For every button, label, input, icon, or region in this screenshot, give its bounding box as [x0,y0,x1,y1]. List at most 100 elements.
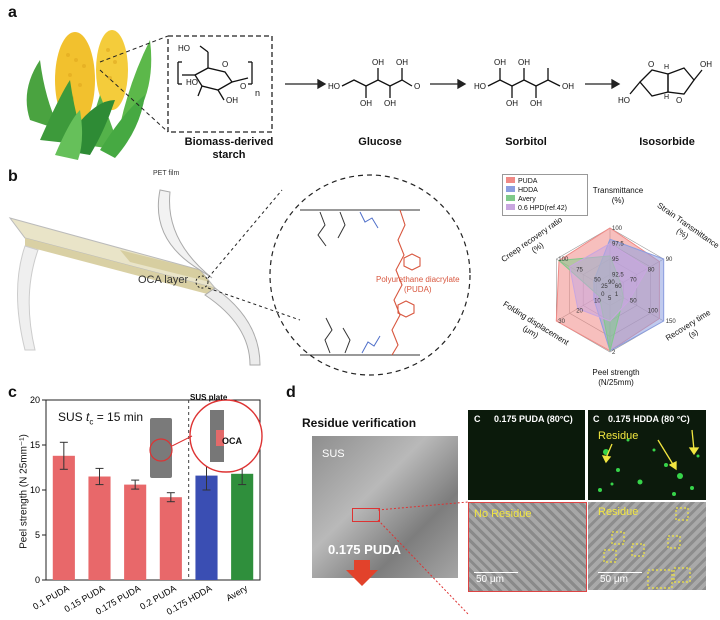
residue-label-bottom: Residue [598,506,639,518]
bar-title-main: SUS [58,410,87,424]
radar-tick-label: 95 [612,257,619,263]
radar-tick-label: 150 [666,319,677,325]
glucose-oh4: OH [396,58,408,67]
inset-clamp [150,418,172,478]
polymer-subscript: n [255,88,261,98]
legend-text-puda: PUDA [518,178,538,185]
radar-tick-label: 50 [594,278,601,284]
starch-label-ho1: HO [178,44,190,53]
bar [88,476,111,580]
sample-highlight-box [352,508,380,522]
glucose-oh1: OH [360,99,372,108]
y-tick-label: 20 [30,395,40,405]
starch-label-ho2: HO [186,78,198,87]
inset-oca: OCA [222,436,242,446]
x-tick-label: Avery [224,583,249,603]
starch-caption-line2: starch [212,149,246,161]
isosorbide-ho: HO [618,96,630,105]
radar-series [569,242,649,322]
sus-photo [312,436,458,578]
radar-legend: PUDA HDDA Avery 0.6 HPD(ref.42) [502,174,588,216]
panel-c-marker-right: C [593,414,600,424]
y-tick-label: 5 [35,530,40,540]
panel-d-label: d [286,384,296,401]
legend-item-hpd: 0.6 HPD(ref.42) [506,204,584,213]
starch-caption-line1: Biomass-derived [184,136,274,148]
starch-caption: Biomass-derived starch [174,136,284,162]
radar-tick-label: 2 [612,350,616,356]
inset-sus-plate: SUS plate [190,393,228,402]
y-tick-label: 0 [35,575,40,585]
radar-axis-peel-unit: (N/25mm) [598,378,634,387]
bar-chart-ylabel: Peel strength (N 25mm⁻¹) [18,434,30,549]
radar-tick-label: 30 [558,319,565,325]
legend-swatch-puda [506,177,515,183]
isosorbide-caption: Isosorbide [639,136,695,148]
panel-b-label: b [8,168,18,185]
sorbitol-oh3: OH [518,58,530,67]
inset-oca-shape [216,430,224,446]
radar-tick-label: 50 [630,298,637,304]
radar-chart: 92.59597.5100708090501001502102030507510… [555,226,677,356]
inset-illustration [149,399,263,478]
radar-center-tick: 25 [601,284,608,290]
radar-tick-label: 92.5 [612,273,624,279]
down-arrow-icon [346,560,378,586]
sample-label: 0.175 PUDA [328,542,401,557]
legend-item-avery: Avery [506,195,584,204]
panel-c-label: c [8,384,17,401]
radar-tick-label: 97.5 [612,242,624,248]
sorbitol-ho: HO [474,82,486,91]
radar-tick-label: 100 [612,226,623,232]
molecule-label-line2: (PUDA) [404,285,432,294]
sorbitol-caption: Sorbitol [505,136,547,148]
oca-layer-label: OCA layer [138,274,189,286]
glucose-oh2: OH [372,58,384,67]
glucose-o: O [414,82,421,91]
sus-label: SUS [322,448,345,460]
sorbitol-oh4: OH [530,99,542,108]
radar-tick-label: 100 [558,257,569,263]
glucose-oh3: OH [384,99,396,108]
radar-axis-transmittance-name: Transmittance [592,186,644,195]
isosorbide-oh: OH [700,60,712,69]
sorbitol-oh2: OH [506,99,518,108]
glucose-ho: HO [328,82,340,91]
radar-tick-label: 100 [648,309,659,315]
y-tick-label: 15 [30,440,40,450]
bar [124,484,147,580]
bar-chart-title: SUS tc = 15 min [58,410,143,426]
radar-tick-label: 80 [648,267,655,273]
pet-film-label: PET film [153,170,180,177]
bar [195,475,218,580]
residue-label-top: Residue [598,430,639,442]
no-residue-label: No Residue [474,508,532,520]
radar-tick-label: 75 [576,267,583,273]
radar-axis-transmittance: Transmittance (%) [578,186,658,206]
residue-boxes [603,507,691,589]
zoom-connectors [377,501,469,615]
radar-axis-peel: Peel strength (N/25mm) [576,368,656,388]
isosorbide-o1: O [648,60,655,69]
pet-film [157,189,213,279]
scale-label-right: 50 μm [600,574,628,585]
radar-center-tick: 60 [615,284,622,290]
micrograph-puda-bottom [468,502,587,592]
radar-center-tick: 90 [608,280,615,286]
inset-zoom-big [189,399,263,473]
bar-title-sub: c [89,417,94,427]
scale-bar-left [474,572,518,573]
radar-axis-transmittance-unit: (%) [611,196,625,205]
bar [159,497,182,580]
inset-connector [171,435,193,447]
radar-tick-label: 70 [630,278,637,284]
corn-illustration [26,30,152,160]
legend-text-hpd: 0.6 HPD(ref.42) [518,205,568,212]
scale-label-left: 50 μm [476,574,504,585]
bar-title-rest: = 15 min [93,410,144,424]
panel-c-marker-left: C [474,414,481,424]
bar [52,455,75,580]
legend-text-hdda: HDDA [518,187,538,194]
legend-swatch-hpd [506,204,515,210]
panel-a-figure [26,30,703,160]
